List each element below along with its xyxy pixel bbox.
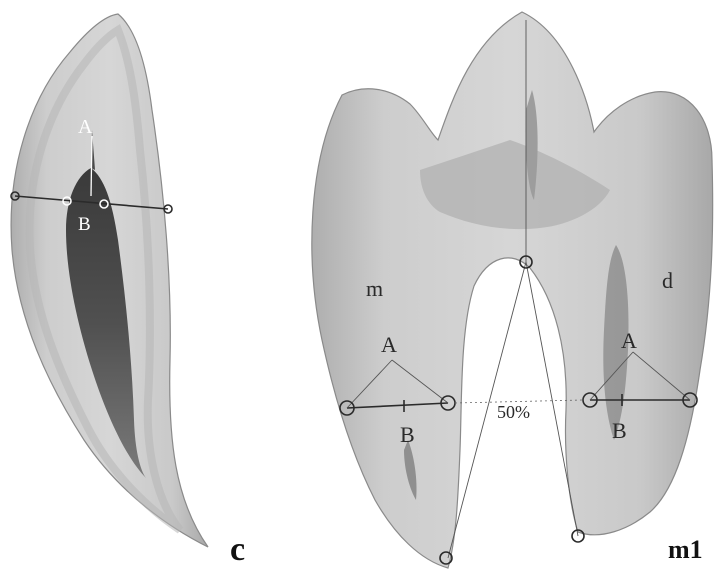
molar-label-percent: 50% <box>497 402 530 422</box>
canine-label-b: B <box>78 214 91 235</box>
molar-label-mesial-a: A <box>381 332 397 357</box>
molar-label-distal: d <box>662 268 673 293</box>
canine-label-a: A <box>78 116 93 138</box>
molar-label-mesial-b: B <box>400 422 415 447</box>
molar-label-distal-a: A <box>621 328 637 353</box>
canine-panel-label: c <box>230 531 245 568</box>
molar-label-distal-b: B <box>612 418 627 443</box>
molar-panel-label: m1 <box>668 535 703 564</box>
molar-label-mesial: m <box>366 276 383 301</box>
canine-panel: A B c <box>11 14 245 568</box>
molar-panel: m d A B A B 50% m1 <box>312 12 713 568</box>
